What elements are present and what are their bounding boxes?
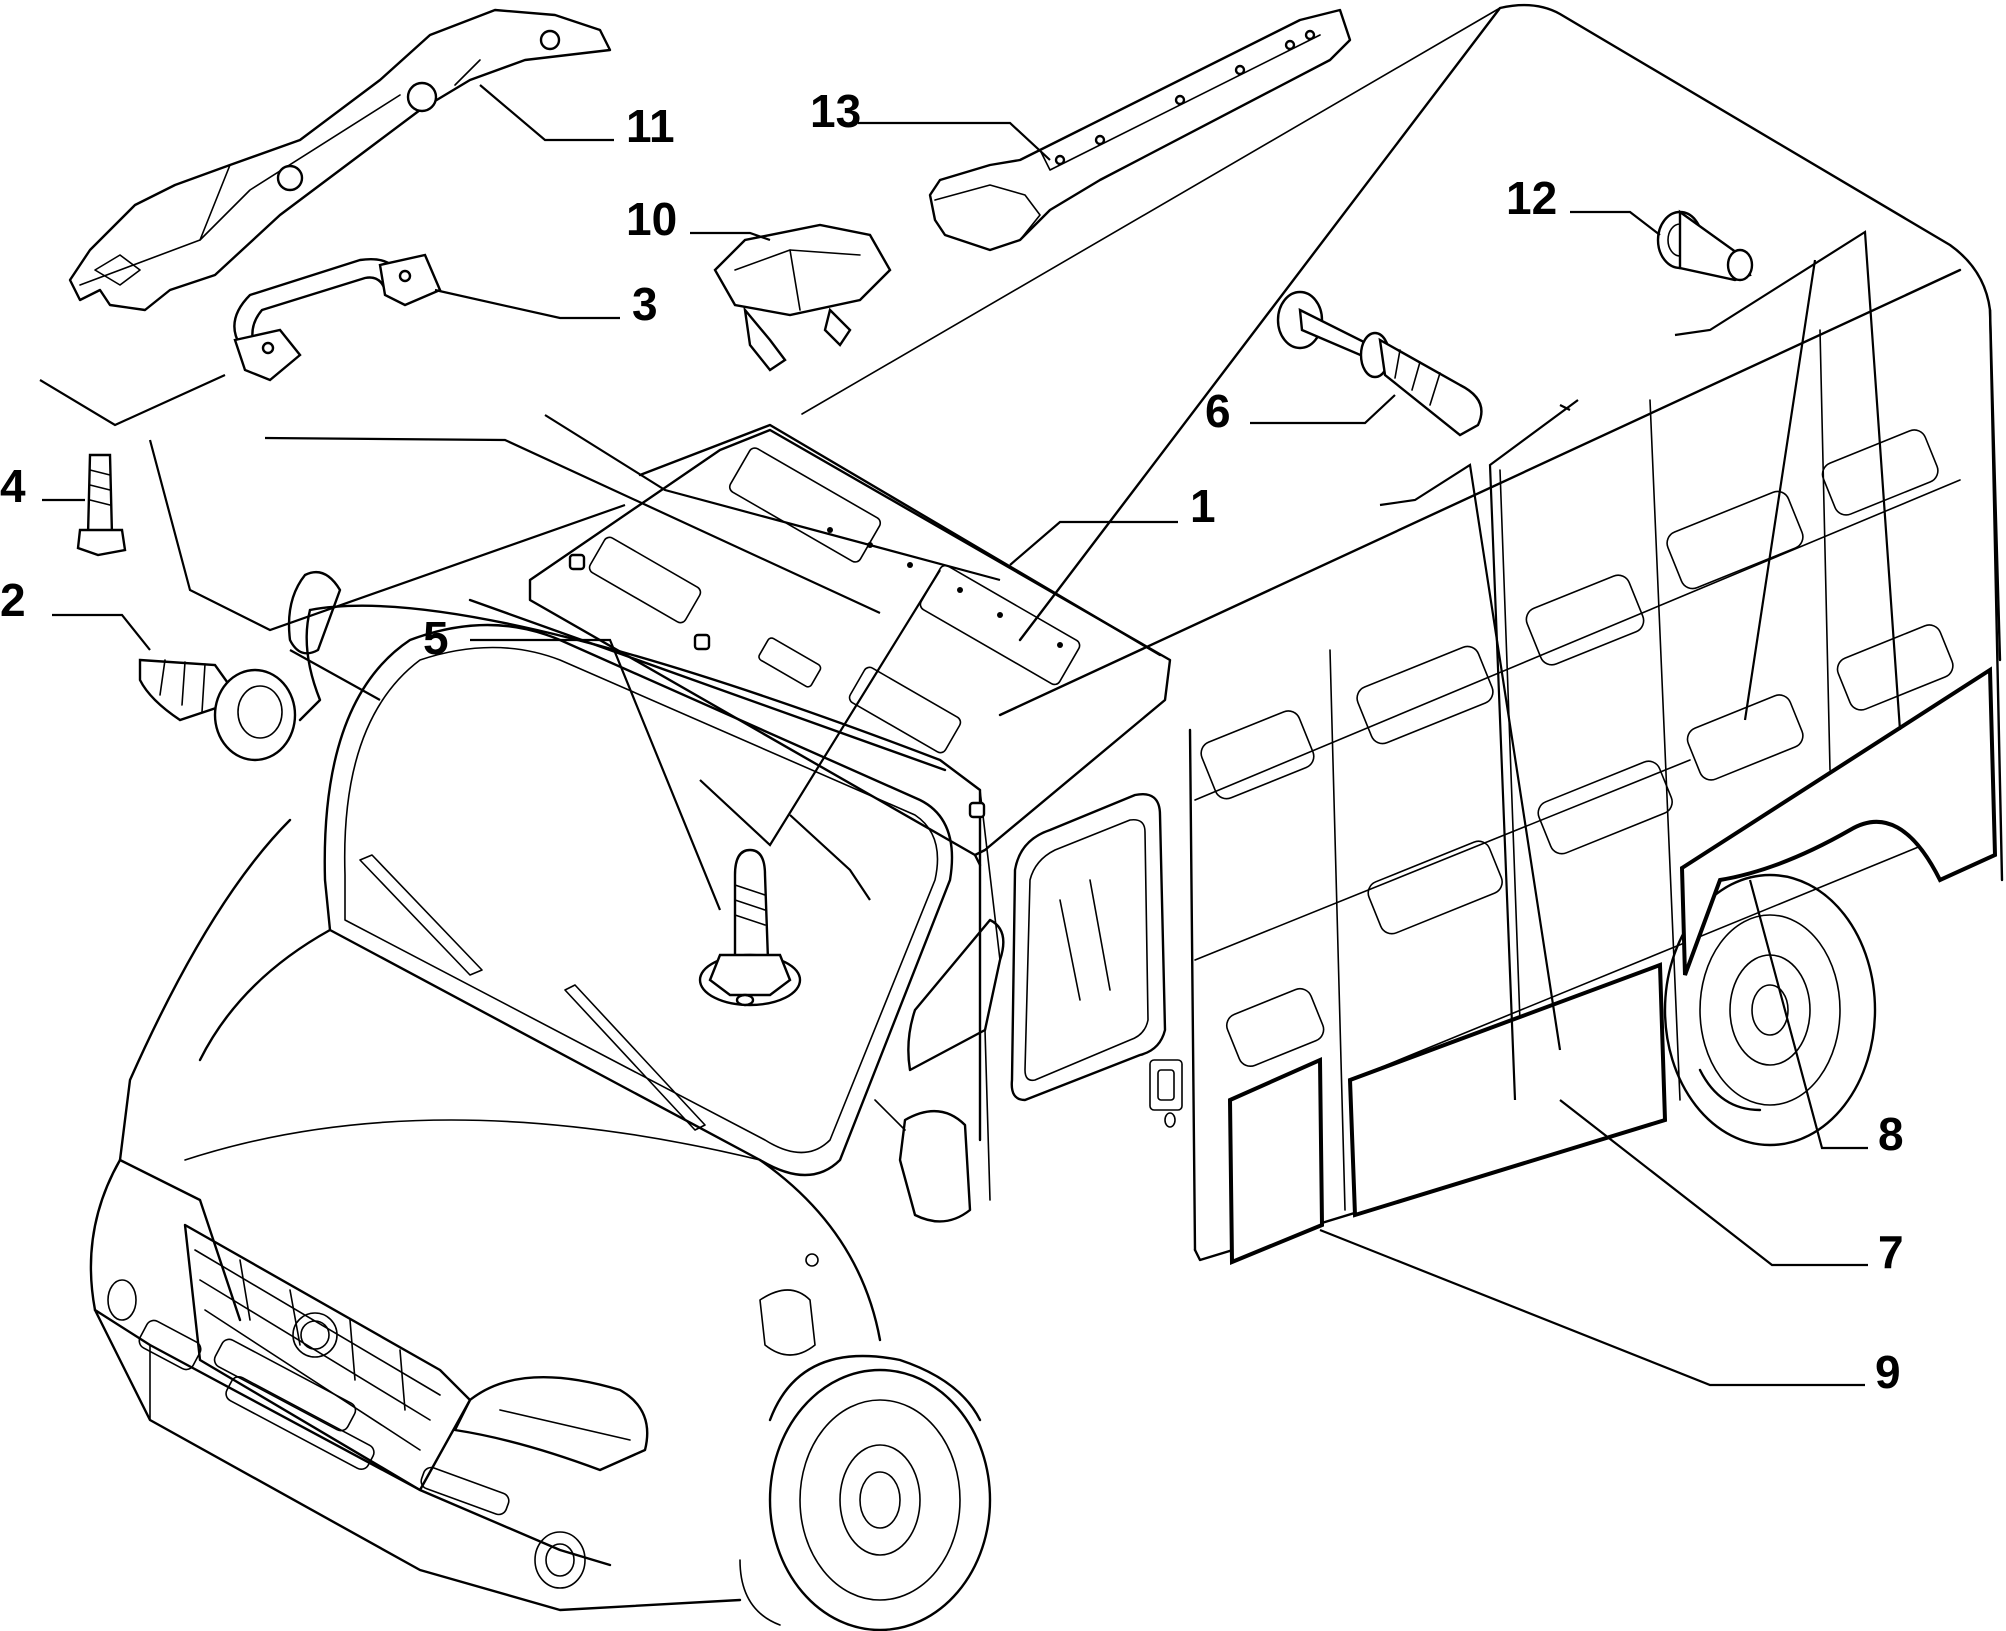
van-body — [89, 3, 2004, 1631]
callout-7: 7 — [1878, 1226, 1904, 1278]
side-panel-8 — [1679, 666, 1998, 976]
screw-part-4 — [76, 453, 127, 557]
callout-13: 13 — [810, 85, 861, 137]
roof-bracket-part-11 — [68, 8, 612, 312]
stud-part-5 — [698, 848, 802, 1007]
side-panel-7 — [1347, 962, 1668, 1218]
fastener-part-2 — [138, 658, 297, 762]
callout-labels: 1 2 3 4 5 6 7 8 9 10 11 12 13 — [0, 85, 1904, 1398]
callout-9: 9 — [1875, 1346, 1901, 1398]
callout-11: 11 — [626, 100, 675, 152]
callout-8: 8 — [1878, 1108, 1904, 1160]
callout-1: 1 — [1190, 480, 1216, 532]
trim-strip-part-13 — [928, 8, 1352, 252]
clip-part-10 — [713, 223, 892, 372]
grab-handle-part-3 — [233, 253, 442, 382]
callout-3: 3 — [632, 278, 658, 330]
callout-6: 6 — [1205, 385, 1231, 437]
callout-10: 10 — [626, 193, 677, 245]
callout-12: 12 — [1506, 172, 1557, 224]
callout-5: 5 — [423, 612, 449, 664]
side-panel-9 — [1227, 1056, 1325, 1265]
roof-lining-part-1 — [528, 423, 1172, 867]
callout-2: 2 — [0, 574, 26, 626]
callout-4: 4 — [0, 460, 26, 512]
leader-lines — [39, 84, 1902, 1387]
push-pin-part-12 — [1656, 209, 1754, 282]
push-rivet-part-6 — [1276, 290, 1483, 437]
